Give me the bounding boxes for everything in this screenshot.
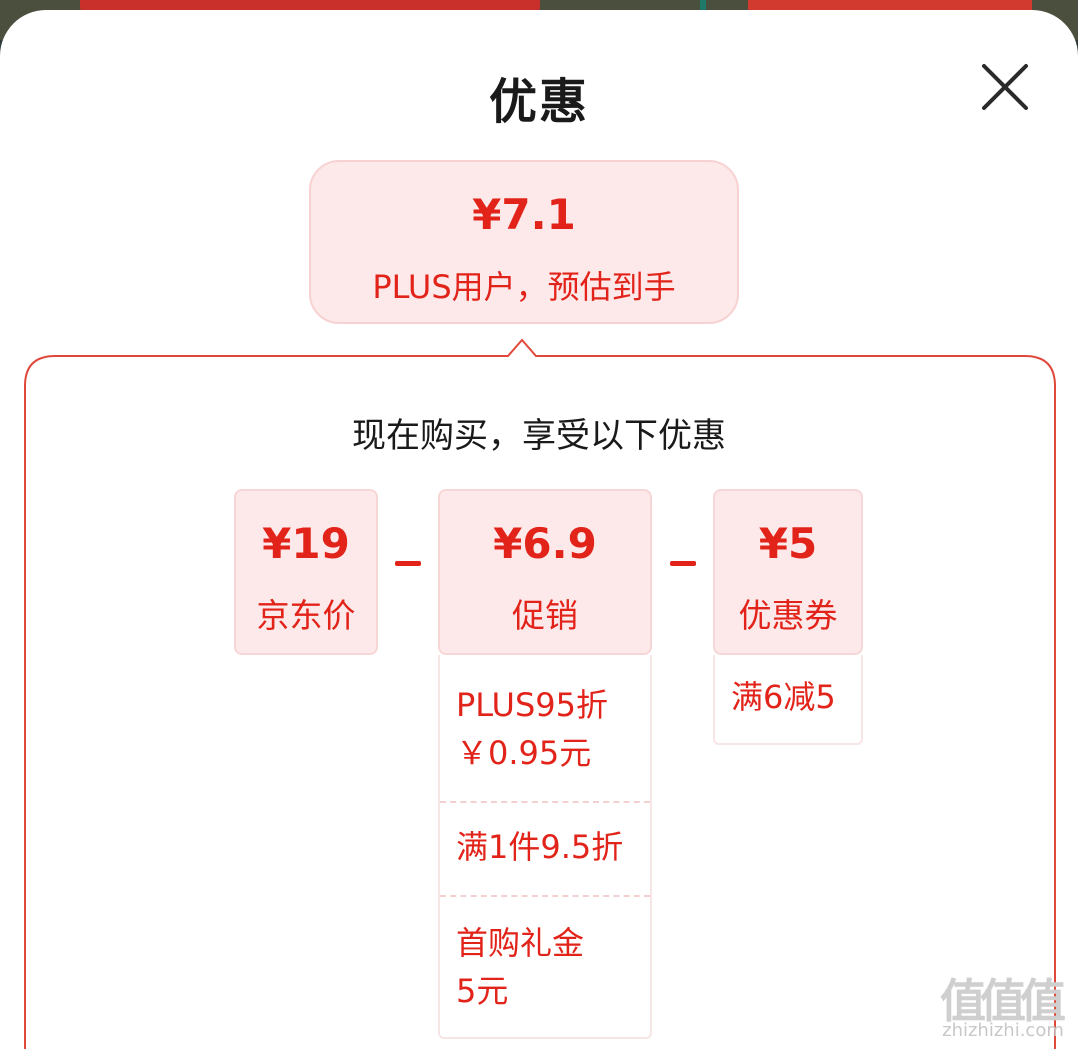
coupon-details: 满6减5 [713,655,863,745]
watermark-url: zhizhizhi.com [942,1020,1064,1041]
minus-operator [670,561,696,566]
price-label: 京东价 [256,596,356,635]
price-label: 促销 [512,596,578,635]
price-box-jd: ¥19 京东价 [234,489,378,655]
promotion-detail-item: PLUS95折 ￥0.95元 [456,686,608,772]
promotion-details: PLUS95折 ￥0.95元 满1件9.5折 首购礼金 5元 [438,655,652,1039]
estimated-price-label: PLUS用户，预估到手 [372,268,676,306]
watermark-logo: 值值值 [940,974,1066,1028]
price-amount: ¥19 [262,519,350,568]
price-amount: ¥6.9 [493,519,597,568]
estimated-price: ¥7.1 [472,190,576,239]
coupon-detail-item: 满6减5 [731,678,836,716]
price-box-coupon: ¥5 优惠券 [713,489,863,655]
price-label: 优惠券 [738,596,838,635]
price-box-promotion: ¥6.9 促销 [438,489,652,655]
minus-operator [395,561,421,566]
estimated-price-bubble: ¥7.1 PLUS用户，预估到手 [309,160,739,324]
promotion-detail-item: 满1件9.5折 [440,801,650,895]
breakdown-frame [24,338,1056,1049]
close-icon[interactable] [978,60,1032,114]
breakdown-heading: 现在购买，享受以下优惠 [352,416,726,456]
price-amount: ¥5 [758,519,818,568]
sheet-title: 优惠 [488,74,589,130]
discount-sheet: 优惠 ¥7.1 PLUS用户，预估到手 现在购买，享受以下优惠 ¥19 京东价 … [0,10,1078,1049]
promotion-detail-item: 首购礼金 5元 [440,895,650,1039]
